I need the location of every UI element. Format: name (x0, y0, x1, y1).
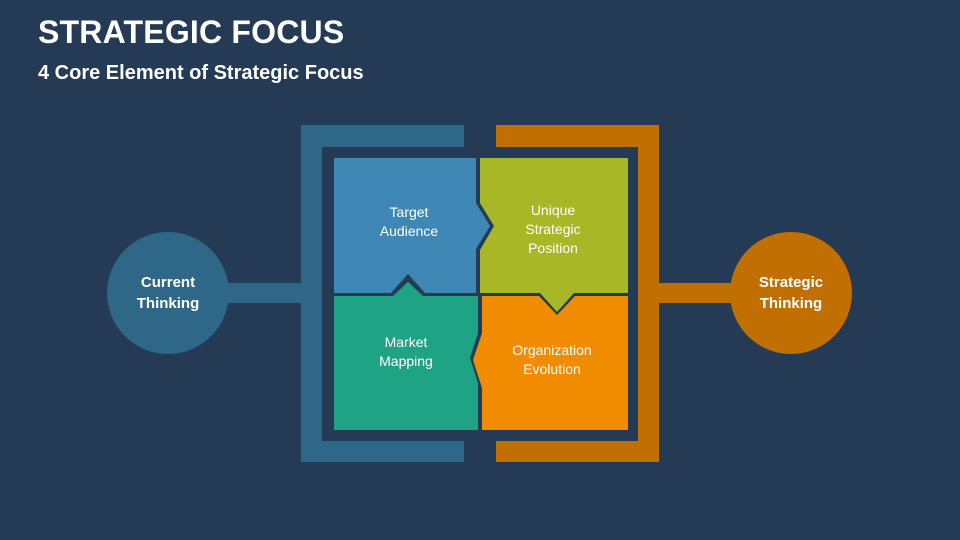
strategic-thinking-text: Strategic Thinking (758, 274, 824, 312)
current-thinking-text: Current Thinking (136, 274, 200, 312)
unique-position-label: Unique Strategic Position (490, 198, 616, 260)
left-connector (228, 283, 302, 303)
left-bracket-frame (301, 125, 464, 462)
current-thinking-label: Current Thinking (108, 263, 228, 323)
organization-evolution-label: Organization Evolution (484, 334, 620, 386)
market-mapping-label: Market Mapping (342, 326, 470, 378)
unique-position-text: Unique Strategic Position (525, 201, 581, 256)
current-thinking-circle (107, 232, 229, 354)
page-title: STRATEGIC FOCUS (38, 14, 345, 50)
right-connector (658, 283, 732, 303)
strategic-thinking-label: Strategic Thinking (731, 263, 851, 323)
puzzle-piece-market-mapping (334, 282, 478, 430)
organization-evolution-text: Organization Evolution (512, 342, 592, 377)
target-audience-label: Target Audience (342, 196, 476, 248)
target-audience-text: Target Audience (379, 204, 439, 239)
puzzle-piece-organization-evolution (473, 296, 628, 430)
page-subtitle: 4 Core Element of Strategic Focus (38, 62, 364, 84)
puzzle-piece-target-audience (334, 158, 490, 293)
strategic-thinking-circle (730, 232, 852, 354)
market-mapping-text: Market Mapping (379, 334, 433, 369)
right-bracket-frame (496, 125, 659, 462)
puzzle-piece-unique-position (480, 158, 628, 312)
